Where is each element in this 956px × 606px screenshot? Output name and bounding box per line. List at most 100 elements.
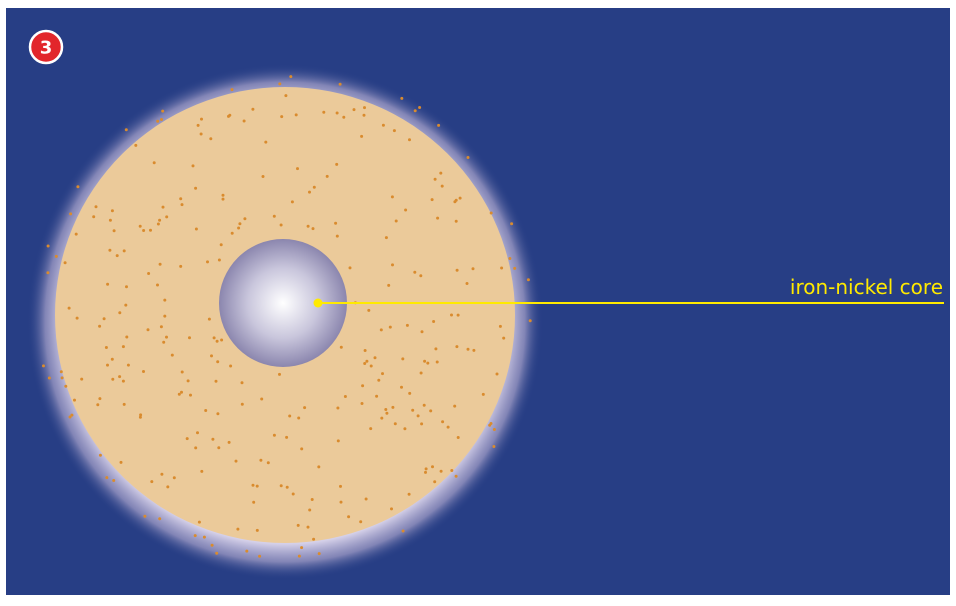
speckle bbox=[317, 552, 321, 556]
speckle bbox=[413, 270, 417, 274]
speckle bbox=[221, 197, 225, 201]
speckle bbox=[121, 345, 125, 349]
speckle bbox=[300, 546, 304, 550]
speckle bbox=[458, 196, 462, 200]
speckle bbox=[290, 200, 294, 204]
speckle bbox=[199, 132, 203, 136]
speckle bbox=[161, 205, 165, 209]
speckle bbox=[110, 209, 114, 213]
speckle bbox=[162, 340, 166, 344]
speckle bbox=[379, 328, 383, 332]
speckle bbox=[124, 128, 128, 132]
speckle bbox=[258, 554, 262, 558]
speckle bbox=[339, 484, 342, 488]
speckle bbox=[365, 359, 369, 363]
speckle bbox=[194, 186, 198, 190]
speckle bbox=[426, 361, 430, 365]
speckle bbox=[390, 507, 393, 511]
speckle bbox=[236, 527, 240, 531]
speckle bbox=[191, 164, 195, 168]
speckle bbox=[272, 433, 276, 437]
speckle bbox=[209, 137, 213, 141]
speckle bbox=[335, 111, 339, 115]
speckle bbox=[375, 394, 379, 398]
speckle bbox=[200, 117, 203, 121]
speckle bbox=[285, 485, 289, 489]
speckle bbox=[108, 218, 112, 222]
speckle bbox=[420, 330, 424, 334]
speckle bbox=[46, 271, 50, 275]
speckle bbox=[160, 472, 164, 476]
speckle bbox=[317, 465, 321, 469]
speckle bbox=[339, 500, 343, 504]
speckle bbox=[74, 232, 78, 236]
speckle bbox=[152, 161, 156, 165]
speckle bbox=[272, 214, 276, 218]
speckle bbox=[471, 267, 475, 271]
speckle bbox=[142, 370, 145, 373]
speckle bbox=[450, 469, 454, 472]
speckle bbox=[359, 520, 363, 524]
speckle bbox=[197, 520, 201, 524]
speckle bbox=[404, 208, 408, 212]
speckle bbox=[408, 138, 411, 142]
speckle bbox=[112, 479, 116, 482]
speckle bbox=[489, 422, 493, 425]
speckle bbox=[240, 381, 244, 385]
speckle bbox=[336, 406, 340, 410]
speckle bbox=[416, 414, 420, 418]
speckle bbox=[528, 319, 532, 323]
speckle bbox=[400, 385, 403, 389]
speckle bbox=[118, 375, 122, 379]
speckle bbox=[134, 143, 138, 147]
speckle bbox=[413, 109, 417, 113]
speckle bbox=[163, 298, 167, 302]
speckle bbox=[481, 392, 485, 396]
speckle bbox=[245, 549, 249, 553]
speckle bbox=[510, 222, 514, 226]
speckle bbox=[179, 197, 183, 201]
speckle bbox=[221, 193, 225, 197]
speckle bbox=[165, 215, 169, 219]
speckle bbox=[289, 75, 293, 79]
speckle bbox=[498, 324, 502, 328]
mantle-speckles bbox=[42, 75, 532, 558]
speckle bbox=[347, 515, 351, 519]
speckle bbox=[500, 266, 504, 270]
speckle bbox=[142, 229, 146, 232]
speckle bbox=[112, 229, 116, 233]
speckle bbox=[513, 266, 517, 270]
speckle bbox=[384, 236, 388, 240]
speckle bbox=[217, 258, 221, 262]
speckle bbox=[138, 224, 142, 228]
speckle bbox=[98, 324, 102, 328]
speckle bbox=[373, 356, 377, 360]
speckle bbox=[291, 492, 295, 496]
speckle bbox=[121, 379, 125, 383]
speckle bbox=[156, 283, 159, 287]
speckle bbox=[125, 285, 128, 289]
speckle bbox=[492, 428, 496, 431]
speckle bbox=[352, 108, 356, 112]
speckle bbox=[60, 376, 64, 380]
speckle bbox=[124, 303, 128, 307]
speckle bbox=[446, 425, 450, 429]
speckle bbox=[502, 336, 506, 340]
speckle bbox=[454, 474, 458, 478]
step-badge-circle bbox=[28, 29, 64, 65]
speckle bbox=[466, 347, 470, 351]
speckle bbox=[436, 216, 440, 220]
speckle bbox=[260, 397, 264, 401]
speckle bbox=[64, 384, 68, 388]
speckle bbox=[210, 543, 214, 547]
speckle bbox=[432, 320, 436, 323]
speckle bbox=[227, 440, 231, 444]
leader-anchor-dot bbox=[313, 298, 323, 308]
speckle bbox=[54, 254, 58, 258]
speckle bbox=[111, 377, 115, 381]
speckle bbox=[390, 195, 394, 199]
speckle bbox=[306, 224, 310, 228]
step-badge: 3 bbox=[28, 29, 64, 65]
